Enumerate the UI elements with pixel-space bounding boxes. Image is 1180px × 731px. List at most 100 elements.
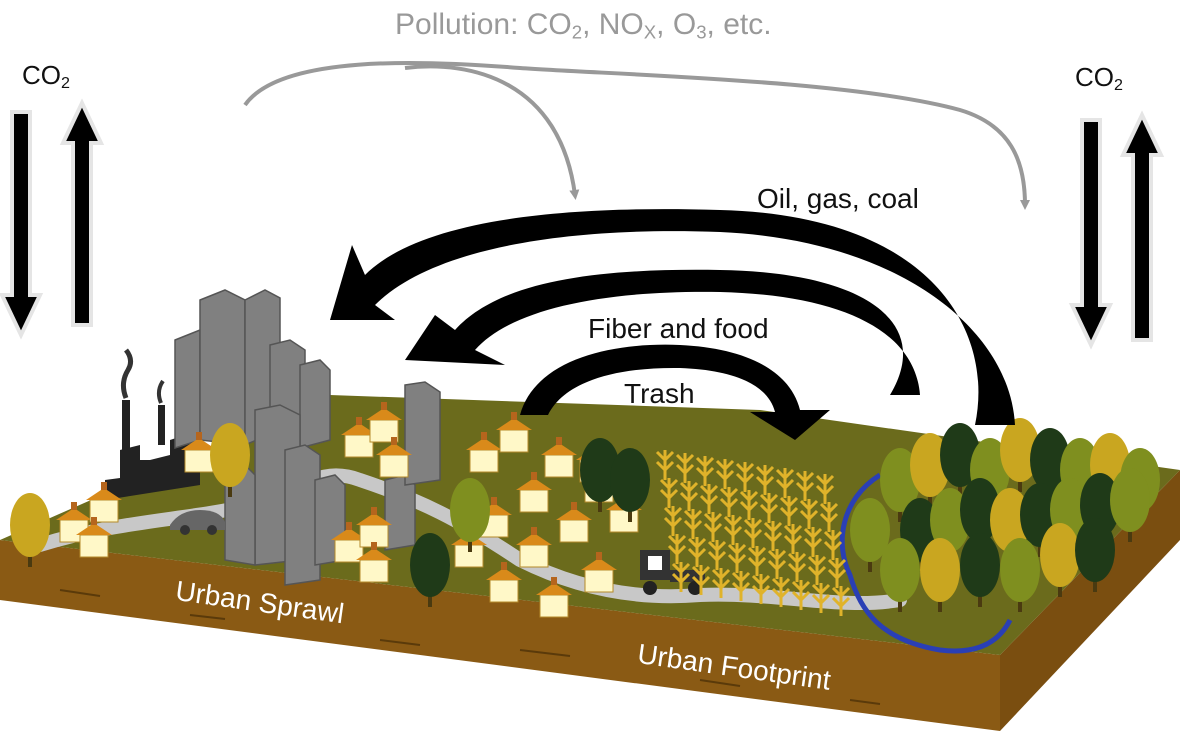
crop-stalk — [791, 580, 811, 610]
crop-stalk — [783, 524, 803, 554]
tree — [880, 538, 920, 612]
crop-field — [655, 450, 851, 616]
tree — [1110, 468, 1150, 542]
house — [466, 432, 502, 473]
flow-arrows — [330, 209, 1015, 440]
co2-arrows-left — [0, 98, 105, 340]
pollution-label: Pollution: CO2, NOX, O3, etc. — [395, 8, 772, 43]
tree — [410, 533, 450, 607]
soil-cracks — [59, 589, 881, 705]
crop-stalk — [747, 546, 767, 576]
house — [86, 482, 122, 523]
house — [356, 542, 392, 583]
tree — [1040, 523, 1080, 597]
houses — [56, 402, 642, 618]
crop-stalk — [807, 555, 827, 585]
tree — [960, 533, 1000, 607]
house — [366, 402, 402, 443]
crop-stalk — [767, 549, 787, 579]
crop-stalk — [815, 474, 835, 504]
co2-down-arrow-left — [0, 110, 44, 340]
tree — [850, 498, 890, 572]
crop-stalk — [787, 552, 807, 582]
crop-stalk — [703, 512, 723, 542]
pollution-arrow-branch — [404, 64, 580, 200]
crop-stalk — [671, 562, 691, 592]
crop-stalk — [711, 568, 731, 598]
crop-stalk — [723, 515, 743, 545]
crop-stalk — [775, 468, 795, 498]
co2-down-arrow-right — [1068, 118, 1114, 350]
crop-stalk — [759, 493, 779, 523]
tree — [1075, 518, 1115, 592]
crop-stalk — [779, 496, 799, 526]
house — [76, 517, 112, 558]
house — [496, 412, 532, 453]
crop-stalk — [771, 577, 791, 607]
tree — [610, 448, 650, 522]
crop-stalk — [763, 521, 783, 551]
crop-stalk — [795, 471, 815, 501]
crop-stalk — [691, 565, 711, 595]
house — [516, 527, 552, 568]
ground-side-right — [1000, 470, 1180, 731]
crop-stalk — [719, 487, 739, 517]
crop-stalk — [823, 530, 843, 560]
crop-stalk — [831, 586, 851, 616]
crop-stalk — [655, 450, 675, 480]
pollution-arrow-main — [243, 60, 1030, 210]
house — [376, 437, 412, 478]
tree — [1000, 418, 1040, 492]
house — [516, 472, 552, 513]
co2-up-arrow-right — [1119, 110, 1165, 342]
crop-stalk — [699, 484, 719, 514]
crop-stalk — [667, 534, 687, 564]
crop-stalk — [731, 571, 751, 601]
house — [536, 577, 572, 618]
tree — [10, 493, 50, 567]
house — [331, 522, 367, 563]
house — [556, 502, 592, 543]
crop-stalk — [799, 499, 819, 529]
crop-stalk — [679, 481, 699, 511]
crop-stalk — [827, 558, 847, 588]
crop-stalk — [755, 465, 775, 495]
crop-stalk — [743, 518, 763, 548]
fiber-food-label: Fiber and food — [588, 313, 769, 344]
crop-stalk — [735, 462, 755, 492]
forest — [10, 418, 1160, 612]
co2-label-right: CO2 — [1075, 62, 1123, 95]
crop-stalk — [683, 509, 703, 539]
fiber-food-arrow — [405, 269, 920, 395]
river — [839, 472, 1013, 654]
house — [356, 507, 392, 548]
crop-stalk — [811, 583, 831, 613]
house — [541, 437, 577, 478]
crop-stalk — [695, 456, 715, 486]
tree — [880, 448, 920, 522]
co2-up-arrow-left — [59, 98, 105, 327]
tree — [1000, 538, 1040, 612]
skyscrapers — [174, 289, 441, 586]
crop-stalk — [803, 527, 823, 557]
house — [581, 552, 617, 593]
crop-stalk — [727, 543, 747, 573]
co2-arrows-right — [1068, 110, 1165, 350]
crop-stalk — [687, 537, 707, 567]
crop-stalk — [715, 459, 735, 489]
co2-label-left: CO2 — [22, 60, 70, 93]
tree — [920, 538, 960, 612]
crop-stalk — [707, 540, 727, 570]
crop-stalk — [739, 490, 759, 520]
oil-gas-coal-label: Oil, gas, coal — [757, 183, 919, 214]
tree — [910, 433, 950, 507]
car — [170, 510, 225, 535]
crop-stalk — [675, 453, 695, 483]
crop-stalk — [659, 478, 679, 508]
tree — [450, 478, 490, 552]
trash-label: Trash — [624, 378, 695, 409]
crop-stalk — [819, 502, 839, 532]
crop-stalk — [663, 506, 683, 536]
ground-side-front — [0, 540, 1000, 731]
